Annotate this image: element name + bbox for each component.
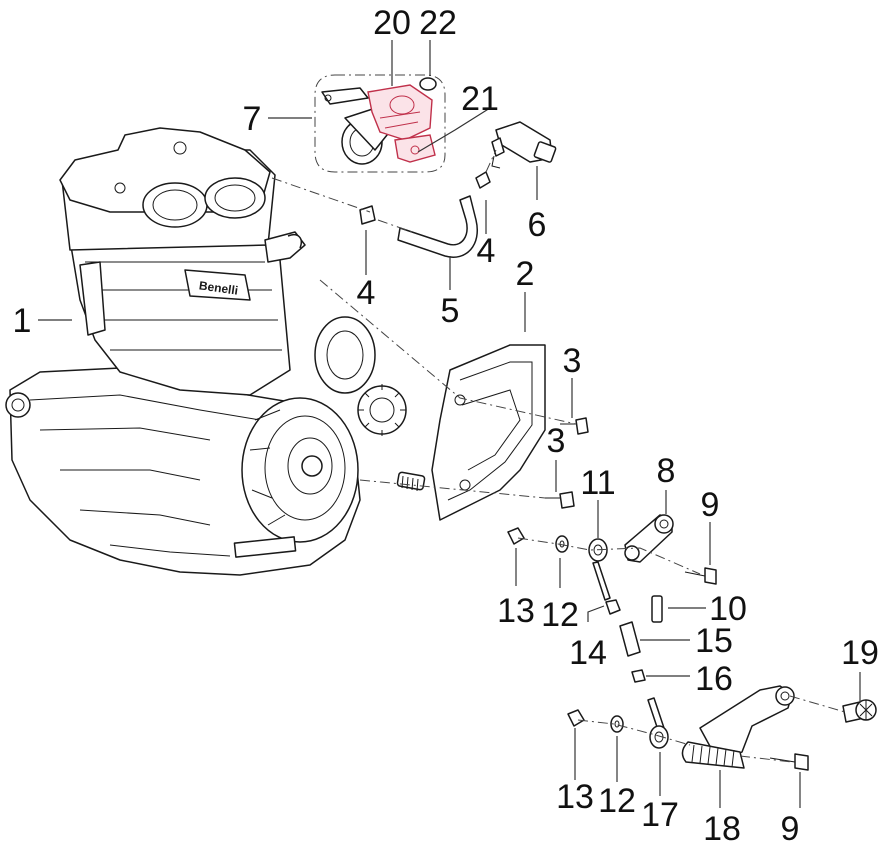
engine-branding: Benelli — [198, 278, 239, 297]
callout-15: 15 — [695, 622, 733, 660]
alignment-lines — [271, 149, 846, 763]
callout-3-upper: 3 — [563, 342, 582, 380]
hose-clip-upper — [475, 171, 491, 189]
callout-16: 16 — [695, 660, 733, 698]
callout-7: 7 — [243, 100, 262, 138]
pin-10 — [651, 595, 663, 623]
washer-12-upper — [555, 535, 569, 553]
callout-20: 20 — [373, 4, 411, 42]
callout-3-lower: 3 — [547, 422, 566, 460]
bolt-3-lower — [545, 491, 575, 509]
callout-4-lower: 4 — [357, 274, 376, 312]
callout-9-lower: 9 — [781, 810, 800, 844]
output-shaft-stub — [396, 471, 426, 492]
shift-arm-8 — [624, 514, 674, 563]
callout-17: 17 — [641, 796, 679, 834]
callout-5: 5 — [441, 292, 460, 330]
shift-lever-18 — [681, 685, 795, 769]
callout-8: 8 — [657, 452, 676, 490]
callout-11: 11 — [580, 464, 615, 502]
washer-12-lower — [610, 715, 624, 733]
callout-12-lower: 12 — [598, 782, 636, 820]
sensor-connector — [491, 121, 557, 169]
callout-2: 2 — [516, 255, 535, 293]
sprocket — [357, 384, 407, 436]
nut-13-lower — [567, 709, 585, 727]
callout-14: 14 — [569, 634, 607, 672]
callout-21: 21 — [461, 80, 499, 118]
callout-13-upper: 13 — [497, 592, 535, 630]
callout-6: 6 — [528, 206, 547, 244]
sprocket-cover — [431, 344, 546, 521]
pivot-bolt-19 — [842, 699, 877, 723]
nut-16 — [631, 669, 646, 683]
callout-10: 10 — [709, 590, 747, 628]
callout-9-upper: 9 — [701, 486, 720, 524]
leader-lines — [38, 40, 861, 808]
callout-19: 19 — [841, 634, 878, 672]
callout-18: 18 — [703, 810, 741, 844]
rod-end-11 — [588, 538, 611, 601]
bolt-3-upper — [560, 417, 589, 435]
hose-clip-lower — [359, 205, 376, 225]
callout-22: 22 — [419, 4, 457, 42]
vent-hose — [397, 195, 478, 258]
throttle-body-group — [314, 74, 446, 173]
engine-assembly: Benelli — [5, 127, 426, 576]
callout-1: 1 — [13, 302, 32, 340]
callout-4-upper: 4 — [477, 232, 496, 270]
bolt-9-lower — [769, 753, 809, 771]
nut-14 — [605, 599, 621, 615]
sleeve-15 — [619, 621, 641, 657]
rod-end-17 — [647, 697, 669, 749]
callout-labels: 1 2 3 3 4 4 5 6 7 8 9 9 10 11 12 12 13 1… — [13, 4, 878, 844]
nut-13-upper — [507, 527, 525, 545]
bolt-9-upper — [684, 567, 717, 585]
callout-12-upper: 12 — [541, 596, 579, 634]
callout-13-lower: 13 — [556, 778, 594, 816]
